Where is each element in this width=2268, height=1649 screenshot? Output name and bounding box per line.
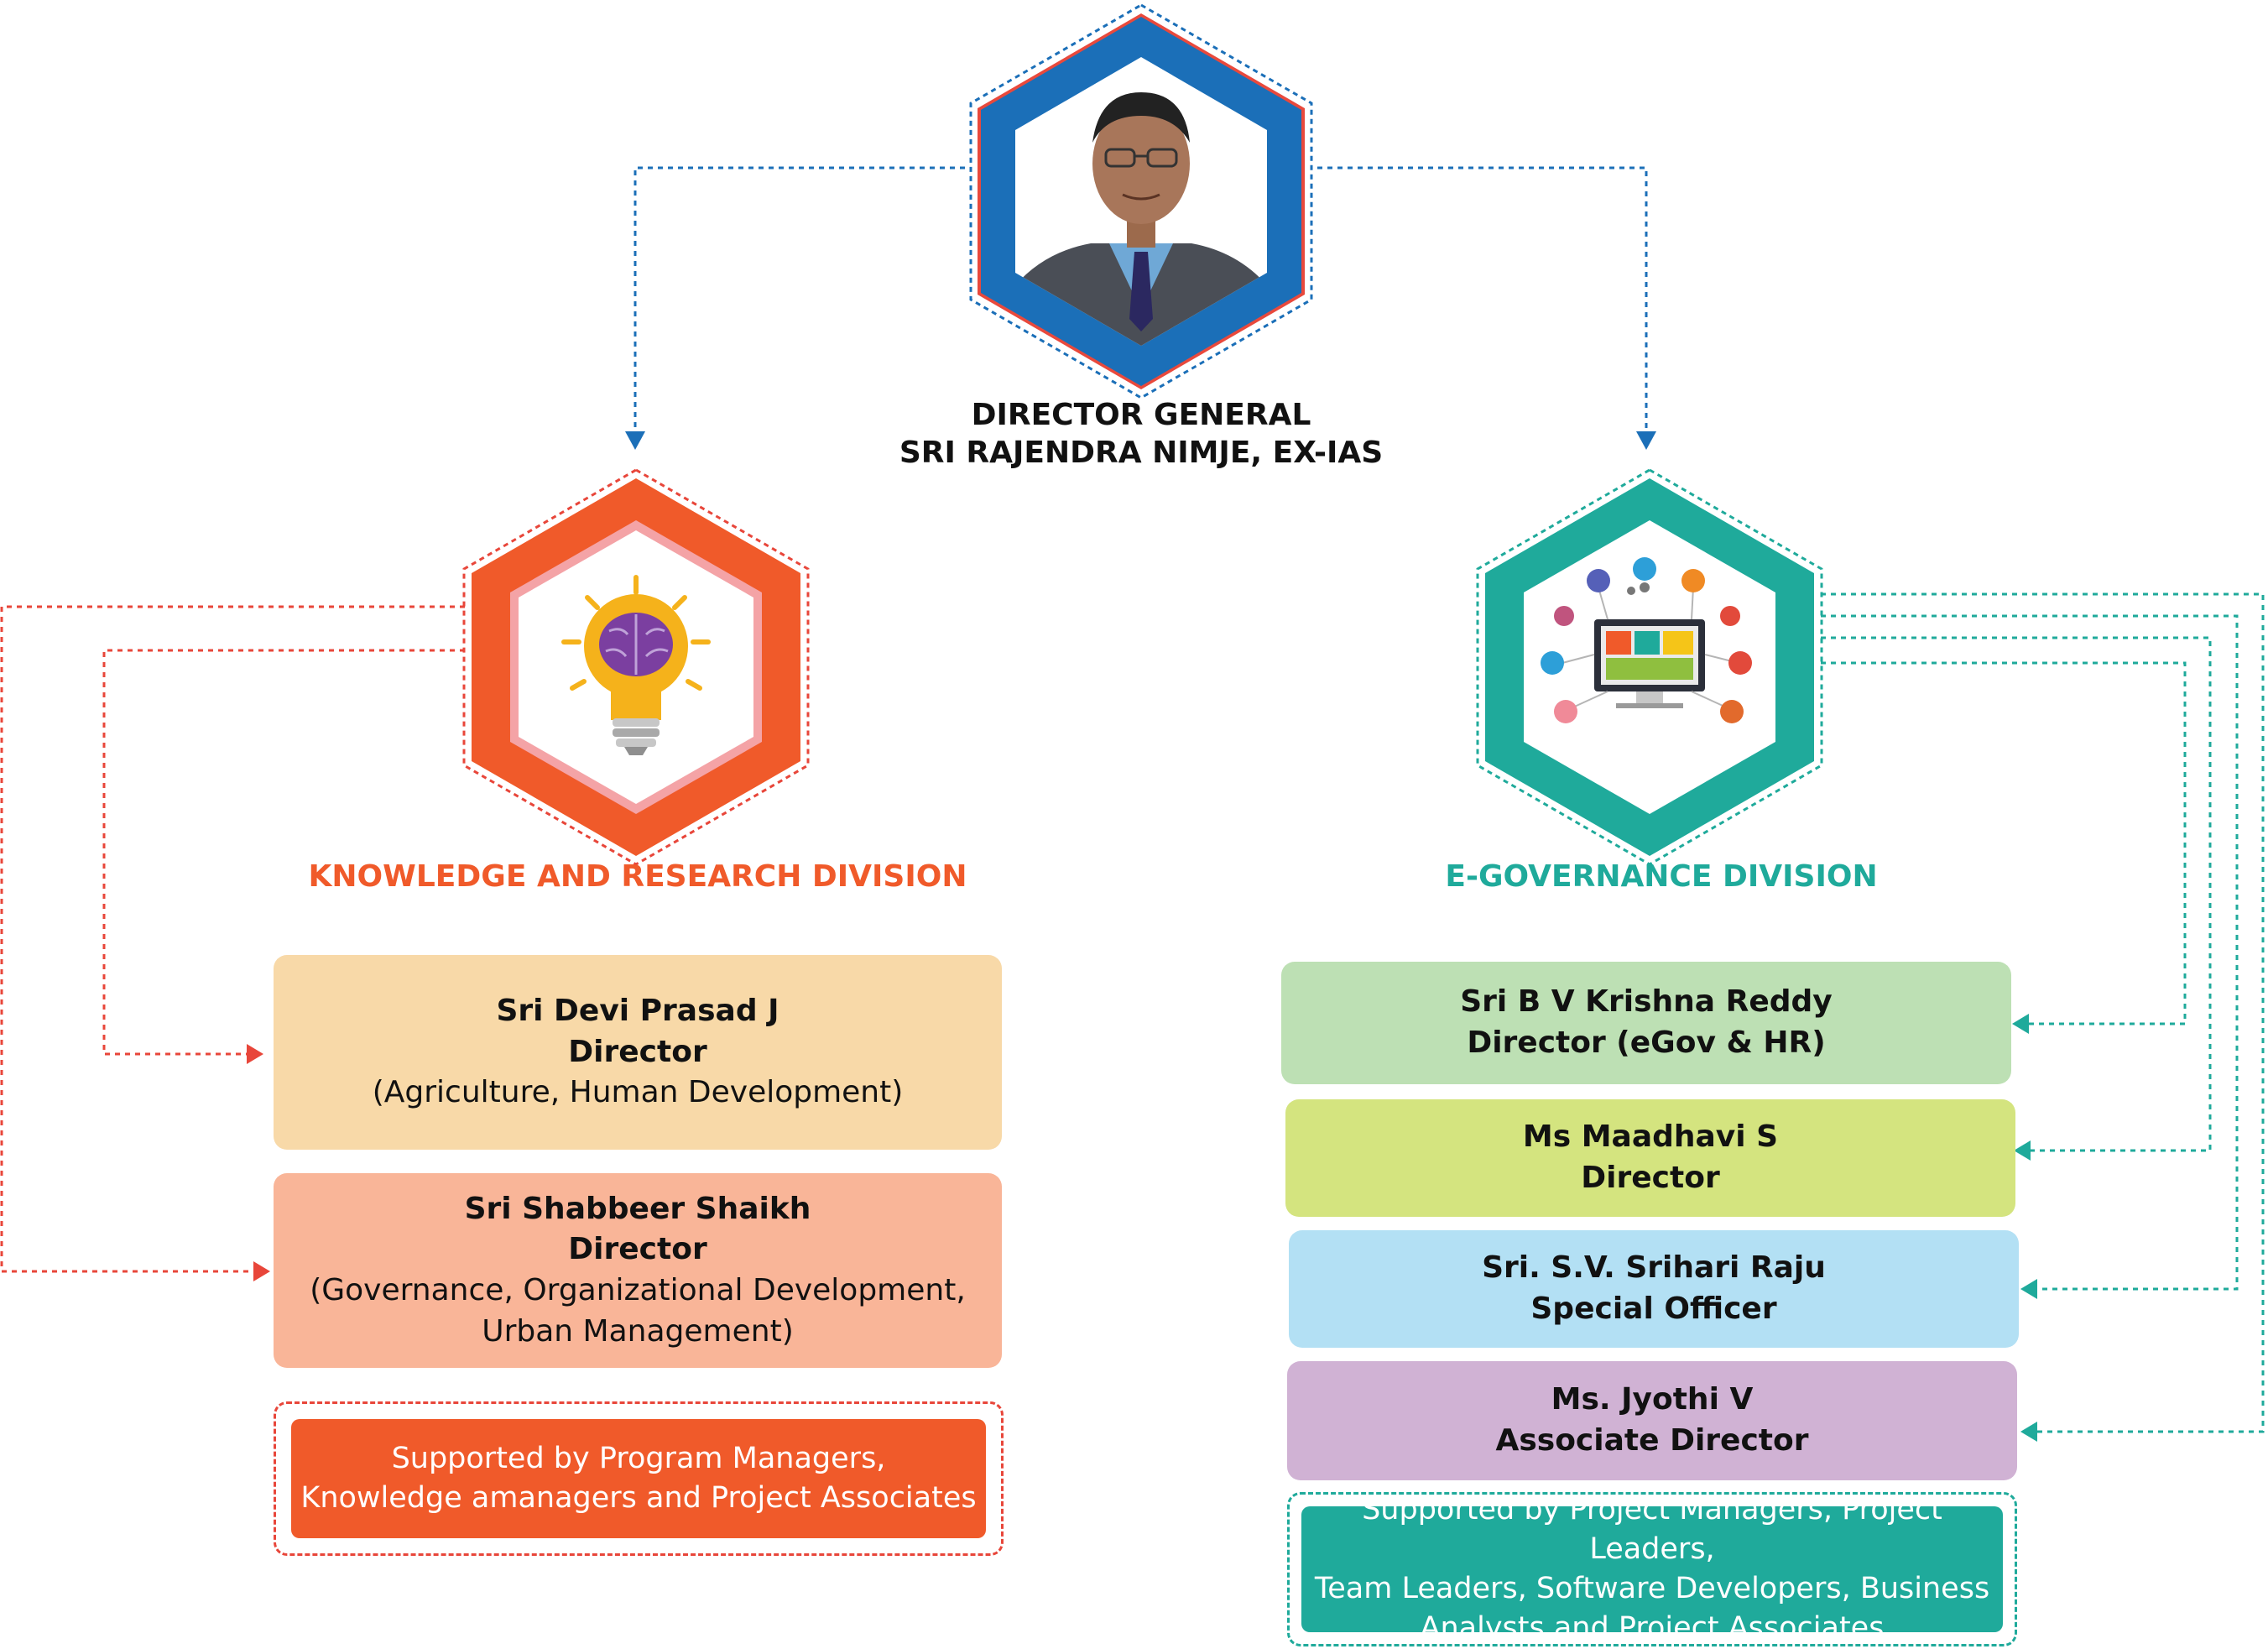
member-name: Sri. S.V. Srihari Raju bbox=[1482, 1250, 1826, 1286]
member-role: Special Officer bbox=[1530, 1292, 1777, 1326]
member-detail: (Governance, Organizational Development, bbox=[310, 1273, 966, 1307]
egov-division-title: E-GOVERNANCE DIVISION bbox=[1445, 859, 1878, 894]
member-name: Ms. Jyothi V bbox=[1551, 1382, 1754, 1417]
arrow-down-icon bbox=[1636, 431, 1656, 450]
knowledge-connectors bbox=[0, 605, 465, 1273]
knowledge-division-title: KNOWLEDGE AND RESEARCH DIVISION bbox=[308, 859, 967, 894]
support-line: Knowledge amanagers and Project Associat… bbox=[300, 1481, 977, 1515]
egov-support-text: Supported by Project Managers, Project L… bbox=[1301, 1493, 2003, 1645]
director-general-name: SRI RAJENDRA NIMJE, EX-IAS bbox=[899, 436, 1384, 470]
director-general-hexagon bbox=[969, 3, 1313, 399]
support-line: Supported by Program Managers, bbox=[391, 1441, 886, 1475]
kr-support-box: Supported by Program Managers, Knowledge… bbox=[274, 1401, 1004, 1556]
egov-member-card: Sri. S.V. Srihari Raju Special Officer bbox=[1289, 1230, 2019, 1348]
member-role: Director (eGov & HR) bbox=[1467, 1025, 1826, 1060]
support-line: Supported by Project Managers, Project L… bbox=[1362, 1492, 1942, 1566]
kr-member-card: Sri Shabbeer Shaikh Director (Governance… bbox=[274, 1173, 1002, 1368]
member-name: Sri B V Krishna Reddy bbox=[1460, 984, 1833, 1020]
lightbulb-brain-icon bbox=[561, 575, 711, 755]
director-general-label: DIRECTOR GENERAL SRI RAJENDRA NIMJE, EX-… bbox=[806, 396, 1477, 472]
member-name: Sri Devi Prasad J bbox=[496, 994, 779, 1029]
egov-member-card: Ms. Jyothi V Associate Director bbox=[1287, 1361, 2017, 1480]
egovernance-computer-icon bbox=[1541, 557, 1752, 723]
support-line: Team Leaders, Software Developers, Busin… bbox=[1314, 1572, 1990, 1605]
member-detail: Urban Management) bbox=[482, 1313, 794, 1349]
member-detail: (Agriculture, Human Development) bbox=[372, 1075, 904, 1110]
egov-member-card: Ms Maadhavi S Director bbox=[1285, 1099, 2015, 1217]
kr-member-card: Sri Devi Prasad J Director (Agriculture,… bbox=[274, 955, 1002, 1150]
egov-connectors bbox=[1821, 592, 2265, 1433]
kr-support-text: Supported by Program Managers, Knowledge… bbox=[291, 1419, 986, 1538]
arrow-left-icon bbox=[2014, 1140, 2031, 1161]
arrow-right-icon bbox=[247, 1044, 263, 1064]
member-role: Associate Director bbox=[1495, 1423, 1809, 1458]
arrow-left-icon bbox=[2012, 1014, 2029, 1034]
egov-support-box: Supported by Project Managers, Project L… bbox=[1287, 1492, 2017, 1646]
egov-division-hexagon bbox=[1476, 468, 1823, 866]
knowledge-division-hexagon bbox=[462, 468, 810, 866]
member-role: Director bbox=[1581, 1161, 1720, 1195]
member-name: Ms Maadhavi S bbox=[1522, 1119, 1779, 1155]
arrow-left-icon bbox=[2020, 1279, 2037, 1299]
arrow-left-icon bbox=[2020, 1422, 2037, 1442]
arrow-down-icon bbox=[625, 431, 645, 450]
arrow-right-icon bbox=[253, 1261, 270, 1281]
member-role: Director bbox=[568, 1232, 707, 1267]
support-line: Analysts and Project Associates bbox=[1420, 1611, 1885, 1646]
director-general-title: DIRECTOR GENERAL bbox=[971, 398, 1311, 432]
member-role: Director bbox=[568, 1034, 707, 1069]
egov-member-card: Sri B V Krishna Reddy Director (eGov & H… bbox=[1281, 962, 2011, 1084]
member-name: Sri Shabbeer Shaikh bbox=[464, 1191, 811, 1226]
